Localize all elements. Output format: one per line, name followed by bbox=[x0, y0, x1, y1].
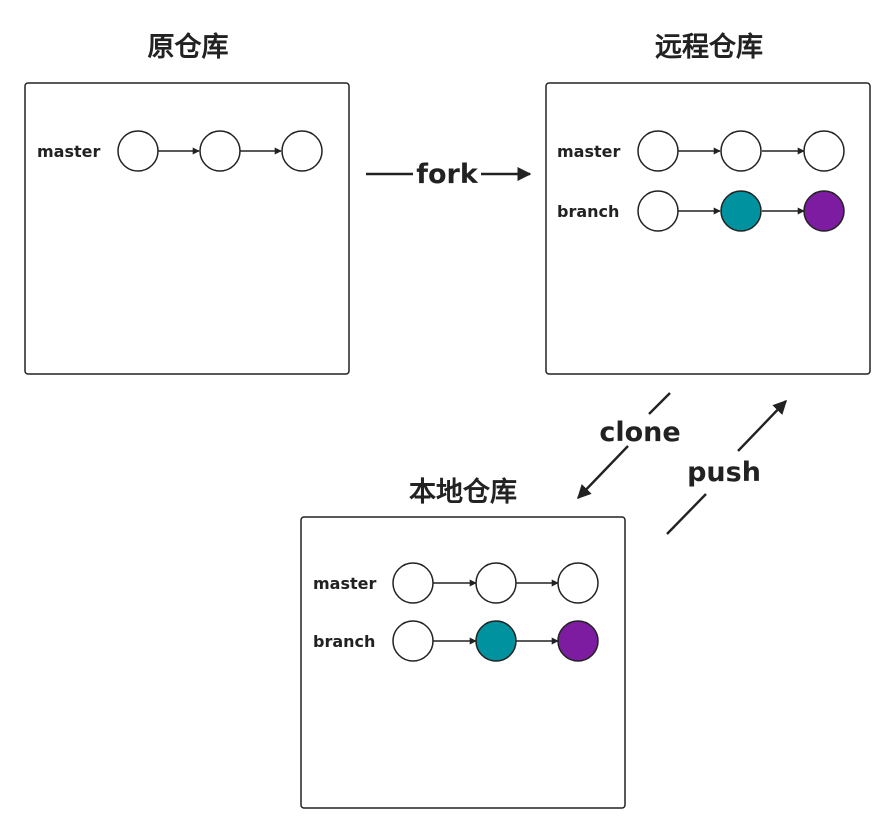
commit-node bbox=[637, 130, 679, 172]
repo-local-row-master: master bbox=[313, 562, 599, 604]
commit-node bbox=[199, 130, 241, 172]
branch-label-master: master bbox=[557, 142, 620, 161]
repo-local-title: 本地仓库 bbox=[409, 477, 517, 508]
repo-local-row-branch: branch bbox=[313, 620, 599, 662]
branch-label-branch: branch bbox=[313, 632, 375, 651]
repo-origin: 原仓库 master bbox=[24, 32, 350, 375]
clone-arrow-head bbox=[577, 445, 629, 500]
repo-remote: 远程仓库 master branch bbox=[545, 32, 871, 375]
repo-remote-title: 远程仓库 bbox=[655, 32, 763, 63]
commit-node bbox=[475, 562, 517, 604]
branch-label-master: master bbox=[313, 574, 376, 593]
commit-node bbox=[803, 130, 845, 172]
commit-node bbox=[281, 130, 323, 172]
clone-arrow-tail bbox=[648, 392, 671, 415]
repo-local: 本地仓库 master branch bbox=[300, 477, 626, 809]
commit-node bbox=[637, 190, 679, 232]
push-arrow-head bbox=[737, 399, 787, 452]
commit-node bbox=[720, 130, 762, 172]
commit-node-teal bbox=[720, 190, 762, 232]
commit-node-teal bbox=[475, 620, 517, 662]
push-arrow-tail bbox=[666, 493, 707, 535]
commit-node bbox=[117, 130, 159, 172]
repo-origin-row-master: master bbox=[37, 130, 323, 172]
repo-local-box bbox=[300, 516, 626, 809]
push-arrow: push bbox=[666, 399, 787, 535]
repo-remote-row-branch: branch bbox=[557, 190, 845, 232]
repo-remote-row-master: master bbox=[557, 130, 845, 172]
fork-label: fork bbox=[416, 159, 479, 190]
branch-label-master: master bbox=[37, 142, 100, 161]
commit-node bbox=[392, 562, 434, 604]
fork-arrow: fork bbox=[366, 159, 532, 190]
repo-origin-title: 原仓库 bbox=[148, 32, 229, 63]
clone-arrow: clone bbox=[577, 392, 681, 500]
commit-node bbox=[557, 562, 599, 604]
repo-origin-box bbox=[24, 82, 350, 375]
push-label: push bbox=[687, 457, 761, 488]
branch-label-branch: branch bbox=[557, 202, 619, 221]
commit-node bbox=[392, 620, 434, 662]
clone-label: clone bbox=[599, 417, 680, 448]
repo-remote-box bbox=[545, 82, 871, 375]
commit-node-purple bbox=[803, 190, 845, 232]
commit-node-purple bbox=[557, 620, 599, 662]
